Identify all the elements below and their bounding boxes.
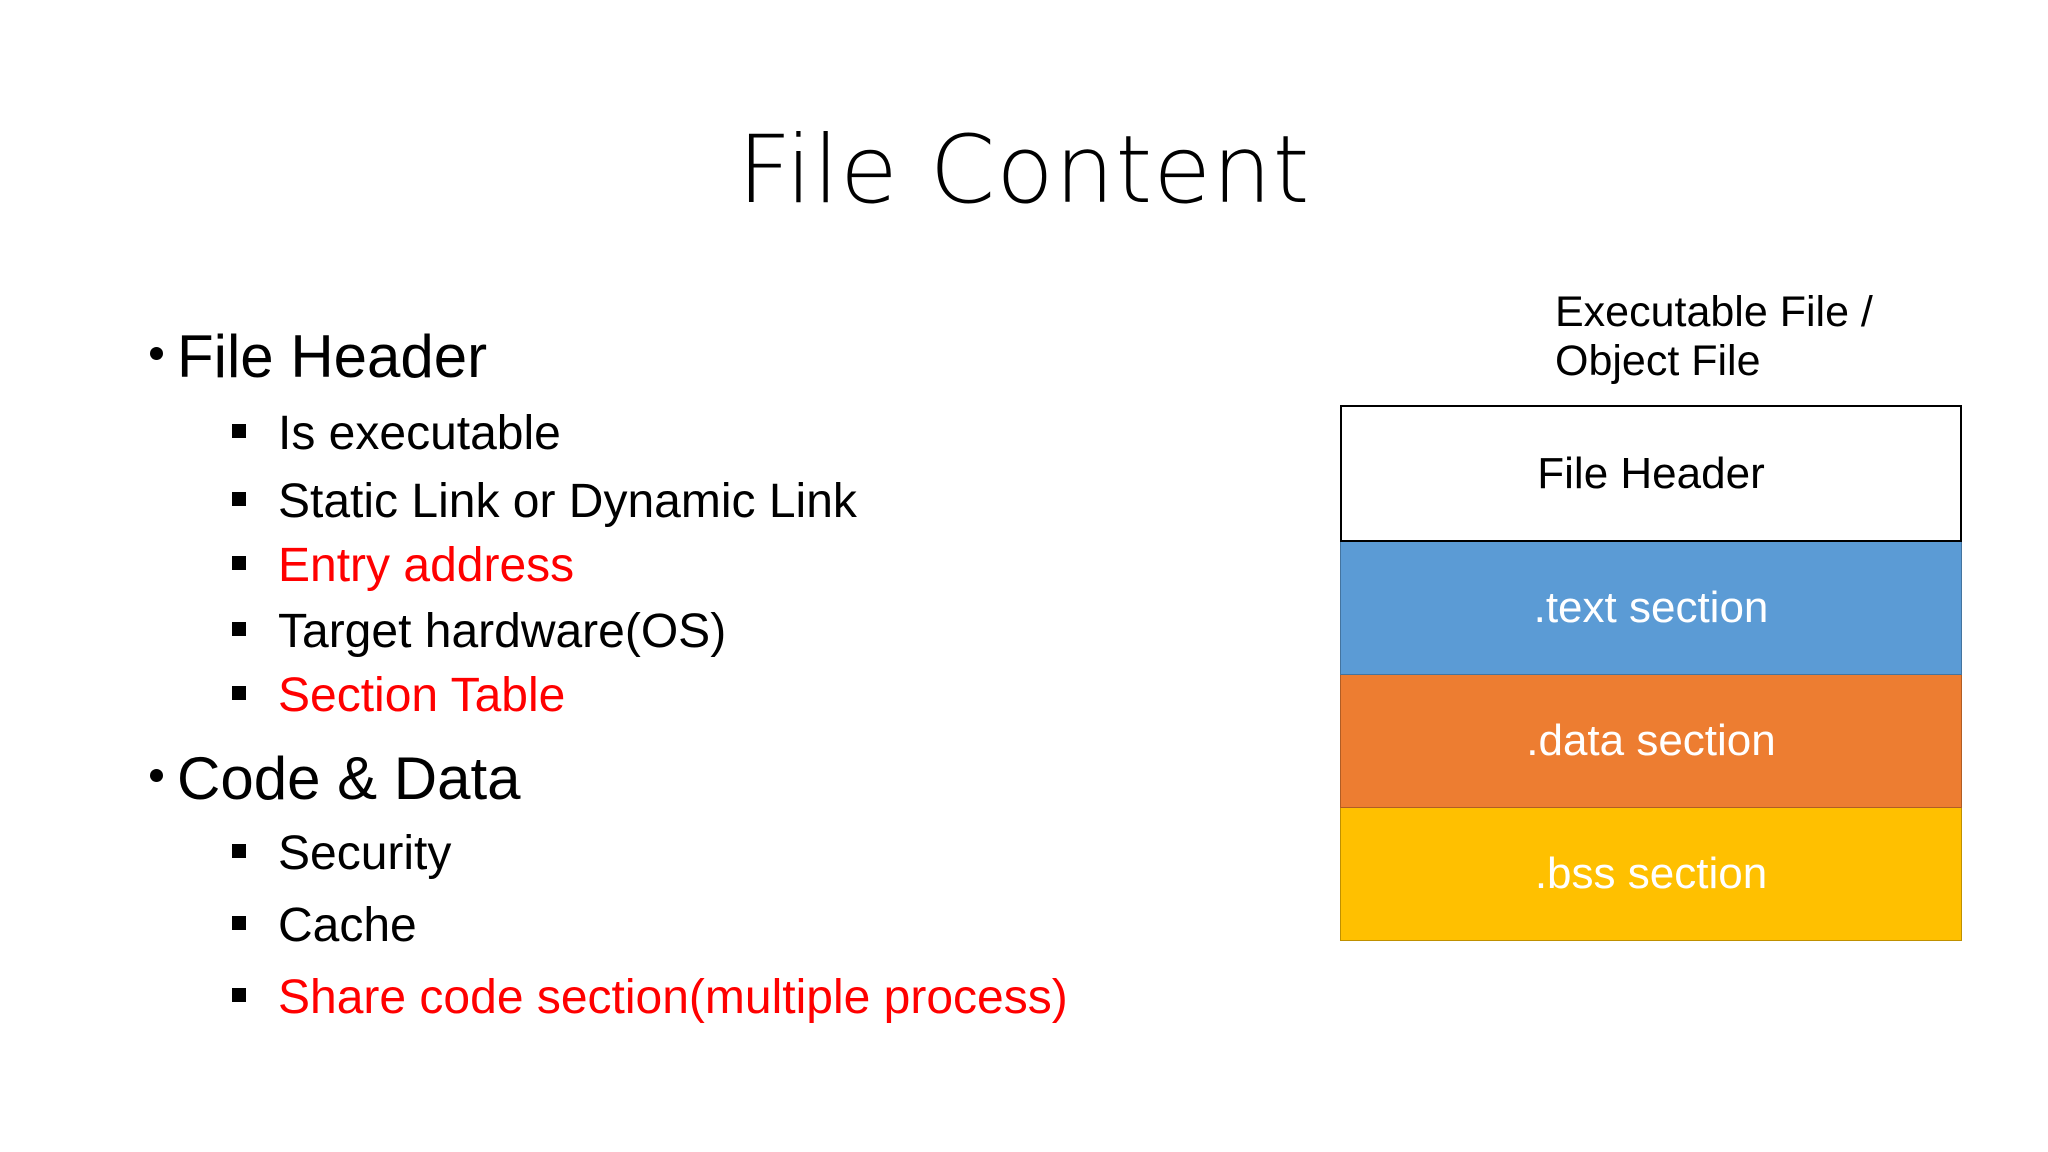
bullet-square-icon [232,622,246,636]
bullet-dot-icon [150,347,163,360]
diagram-caption-line2: Object File [1555,337,1761,386]
list-item: Cache [232,902,417,950]
list-item-label: Code & Data [177,745,521,812]
list-item: Section Table [232,672,565,720]
list-item-label: Share code section(multiple process) [278,971,1068,1024]
diagram-box-bss-section: .bss section [1340,808,1962,941]
diagram-box-text-section: .text section [1340,542,1962,675]
diagram-box-data-section: .data section [1340,675,1962,808]
bullet-square-icon [232,686,246,700]
list-item: File Header [150,327,487,387]
diagram-caption-line1: Executable File / [1555,288,1873,336]
diagram-box-label: .text section [1533,583,1769,632]
bullet-square-icon [232,424,246,438]
list-item-label: File Header [177,323,488,390]
list-item: Entry address [232,542,574,590]
list-item: Is executable [232,410,561,458]
list-item: Security [232,830,451,878]
bullet-dot-icon [150,769,163,782]
file-structure-diagram: File Header .text section .data section … [1340,405,1962,941]
diagram-box-label: File Header [1537,448,1765,498]
list-item-label: Is executable [278,407,561,460]
diagram-caption: Executable File / Object File [1555,288,1873,387]
list-item-label: Cache [278,899,417,952]
bullet-square-icon [232,988,246,1002]
list-item-label: Security [278,827,452,880]
list-item-label: Target hardware(OS) [278,605,727,658]
list-item-label: Static Link or Dynamic Link [278,475,857,528]
list-item: Static Link or Dynamic Link [232,478,857,526]
list-item: Share code section(multiple process) [232,974,1068,1022]
page-title: File Content [737,116,1311,225]
bullet-square-icon [232,844,246,858]
list-item: Target hardware(OS) [232,608,726,656]
list-item: Code & Data [150,749,521,809]
list-item-label: Entry address [278,539,575,592]
bullet-square-icon [232,556,246,570]
diagram-box-label: .bss section [1534,849,1768,898]
diagram-box-file-header: File Header [1340,405,1962,542]
bullet-square-icon [232,492,246,506]
list-item-label: Section Table [278,669,566,722]
diagram-box-label: .data section [1526,716,1776,765]
bullet-square-icon [232,916,246,930]
